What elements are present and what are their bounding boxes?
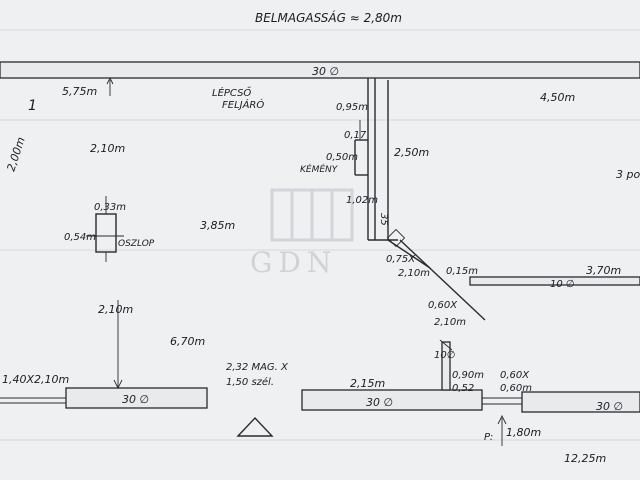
label-060x2: 0,60X <box>500 370 530 381</box>
label-102: 1,02m <box>346 195 378 206</box>
dimension-labels: BELMAGASSÁG ≈ 2,80m 30 ∅ 5,75m LÉPCSŐ FE… <box>2 10 640 465</box>
label-oszlop: OSZLOP <box>118 239 155 249</box>
label-210a: 2,10m <box>90 142 125 155</box>
wall-small <box>441 341 451 391</box>
door-diagonal <box>399 239 486 321</box>
label-kemeny: KÉMÉNY <box>300 163 339 175</box>
label-room-1: 1 <box>28 98 37 114</box>
label-017: 0,17 <box>344 130 367 141</box>
entrance-marker <box>236 416 274 437</box>
label-150: 1,50 szél. <box>226 376 274 388</box>
column-oszlop <box>95 213 117 253</box>
label-033: 0,33m <box>94 202 126 213</box>
label-575: 5,75m <box>62 85 97 98</box>
label-wall-b2: 30 ∅ <box>366 396 393 409</box>
label-215: 2,15m <box>350 377 385 390</box>
label-450: 4,50m <box>540 91 575 104</box>
label-wall-10a: 10 ∅ <box>550 279 575 290</box>
label-lepcso: LÉPCSŐ <box>212 85 251 99</box>
label-140x210: 1,40X2,10m <box>2 373 69 386</box>
wall-bottom-middle <box>301 389 483 411</box>
label-052: 0,52 <box>452 383 474 394</box>
label-075: 0,75X <box>386 254 416 265</box>
label-wall-b1: 30 ∅ <box>122 393 149 406</box>
wall-top <box>0 61 640 79</box>
label-210c: 2,10m <box>398 268 430 279</box>
paper-ruling <box>0 29 640 441</box>
label-wall-top: 30 ∅ <box>312 65 339 78</box>
label-wall-b3: 30 ∅ <box>596 400 623 413</box>
label-670: 6,70m <box>170 335 205 348</box>
label-095: 0,95m <box>336 102 368 113</box>
label-050: 0,50m <box>326 152 358 163</box>
chimney-partition <box>354 78 406 248</box>
label-35: 35 <box>378 213 389 226</box>
label-054: 0,54m <box>64 232 96 243</box>
label-1225: 12,25m <box>564 452 606 465</box>
label-370: 3,70m <box>586 264 621 277</box>
label-210d: 2,10m <box>434 317 466 328</box>
label-250: 2,50m <box>394 146 429 159</box>
label-p: P: <box>484 432 493 443</box>
watermark-text: GDN <box>250 246 337 279</box>
watermark: GDN <box>250 188 354 279</box>
label-3po: 3 po <box>616 168 640 181</box>
label-015: 0,15m <box>446 266 478 277</box>
label-feljaro: FELJÁRÓ <box>222 98 264 111</box>
label-200: 2,00m <box>4 135 27 173</box>
label-090: 0,90m <box>452 370 484 381</box>
wall-partition-right <box>469 276 640 286</box>
label-060m: 0,60m <box>500 383 532 394</box>
label-385: 3,85m <box>200 219 235 232</box>
label-060x: 0,60X <box>428 300 458 311</box>
label-210b: 2,10m <box>98 303 133 316</box>
wall-bottom-right <box>521 391 640 413</box>
label-232: 2,32 MAG. X <box>226 362 289 373</box>
title-ceiling-height: BELMAGASSÁG ≈ 2,80m <box>255 10 402 25</box>
label-180: 1,80m <box>506 426 541 439</box>
label-wall-10b: 10∅ <box>434 350 455 361</box>
